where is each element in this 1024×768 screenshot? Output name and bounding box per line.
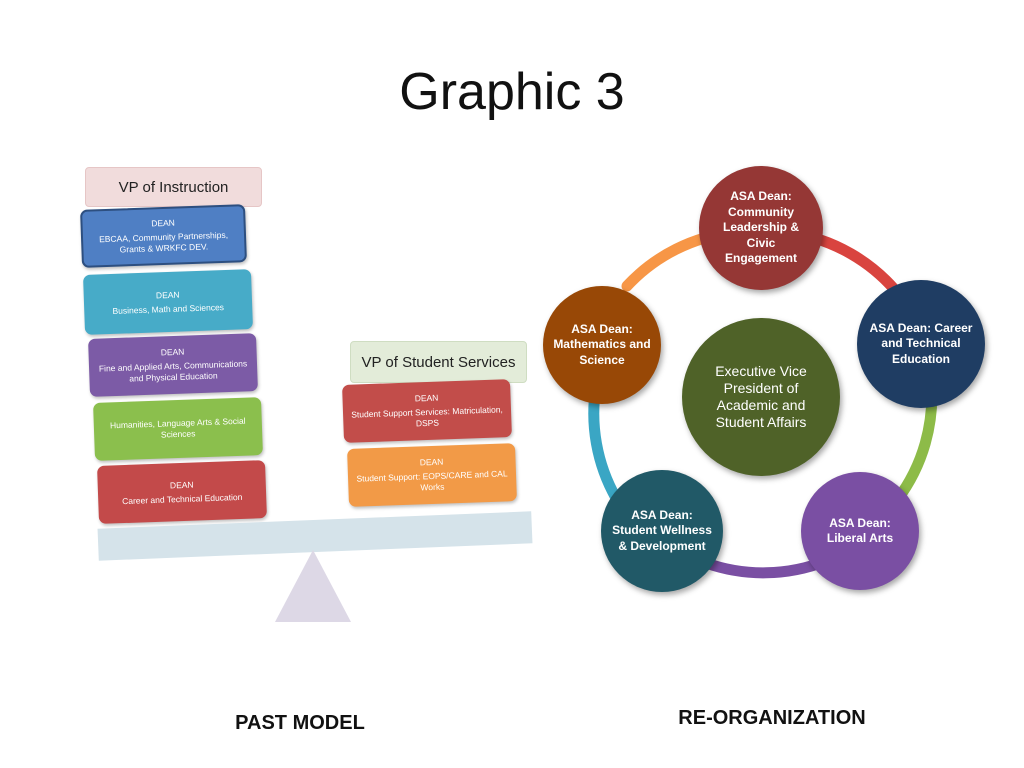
seesaw-fulcrum xyxy=(275,550,351,622)
ring-segment-bottom xyxy=(700,555,832,579)
node-mathematics-science: ASA Dean: Mathematics and Science xyxy=(543,286,661,404)
reorganization-label: RE-ORGANIZATION xyxy=(678,707,866,729)
vp-instruction-box: VP of Instruction xyxy=(85,167,262,207)
past-model-label: PAST MODEL xyxy=(235,712,365,734)
page-title: Graphic 3 xyxy=(399,63,625,121)
node-career-technical: ASA Dean: Career and Technical Education xyxy=(857,280,985,408)
node-liberal-arts: ASA Dean: Liberal Arts xyxy=(801,472,919,590)
fulcrum-triangle xyxy=(275,550,351,622)
center-node-evp: Executive Vice President of Academic and… xyxy=(682,318,840,476)
node-student-wellness: ASA Dean: Student Wellness & Development xyxy=(601,470,723,592)
node-community-leadership: ASA Dean: Community Leadership & Civic E… xyxy=(699,166,823,290)
